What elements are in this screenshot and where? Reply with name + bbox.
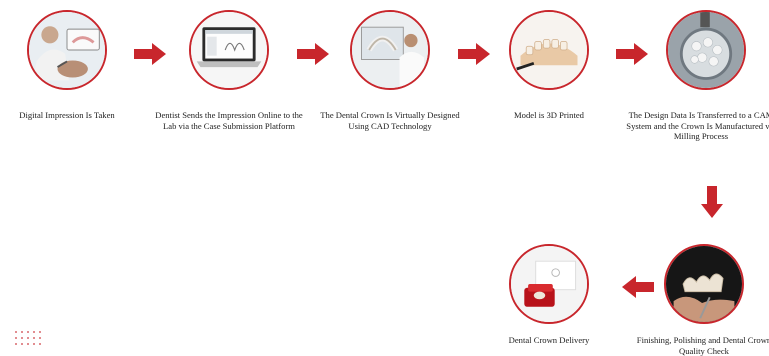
step-7-label: Dental Crown Delivery (508, 335, 590, 345)
crowns-in-hand-image (666, 246, 742, 322)
milling-disc-image (668, 12, 744, 88)
step-4-label: Model is 3D Printed (514, 110, 584, 120)
arrow-right-icon (458, 43, 490, 65)
laptop-software-image (191, 12, 267, 88)
arrow-left-icon (622, 276, 654, 298)
step-3-label: The Dental Crown Is Virtually Designed U… (320, 110, 460, 131)
step-2-image (189, 10, 269, 90)
decorative-dot-grid (13, 329, 43, 349)
step-1-label: Digital Impression Is Taken (19, 110, 115, 120)
dentist-scanning-patient-image (29, 12, 105, 88)
step-6-image (664, 244, 744, 324)
step-1-image (27, 10, 107, 90)
arrow-right-icon (134, 43, 166, 65)
step-7-image (509, 244, 589, 324)
step-5-label: The Design Data Is Transferred to a CAM … (626, 110, 769, 141)
step-5-image (666, 10, 746, 90)
arrow-right-icon (297, 43, 329, 65)
printed-dental-model-image (511, 12, 587, 88)
cad-design-monitor-image (352, 12, 428, 88)
crown-gift-box-image (511, 246, 587, 322)
arrow-right-icon (616, 43, 648, 65)
step-6-label: Finishing, Polishing and Dental Crown Qu… (636, 335, 769, 356)
step-3-image (350, 10, 430, 90)
arrow-down-icon (701, 186, 723, 218)
step-2-label: Dentist Sends the Impression Online to t… (155, 110, 303, 131)
step-4-image (509, 10, 589, 90)
